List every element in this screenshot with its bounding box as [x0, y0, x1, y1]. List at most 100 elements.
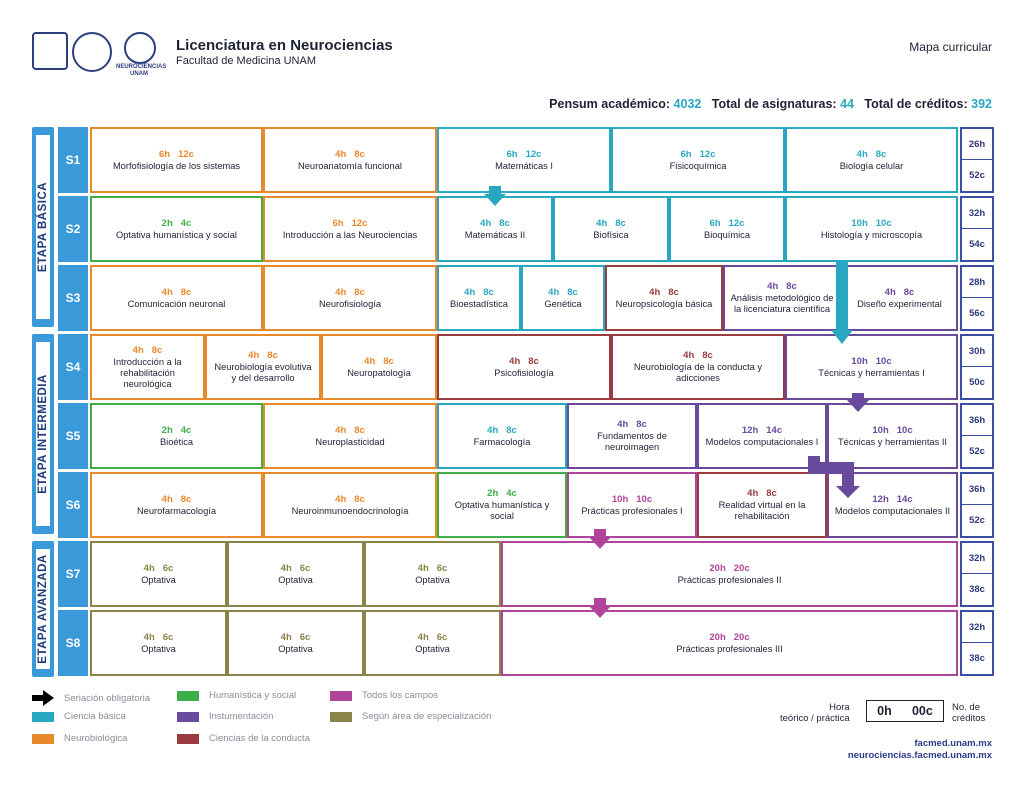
neurociencias-link[interactable]: neurociencias.facmed.unam.mx	[847, 750, 992, 761]
course-name: Optativa	[415, 574, 450, 585]
credits-sample: 00c	[911, 704, 933, 718]
course-hours: 4h	[335, 286, 347, 298]
legend-item: Ciencias de la conducta	[177, 733, 310, 744]
course-name: Bioestadística	[450, 298, 508, 309]
page-title: Licenciatura en Neurociencias	[176, 37, 393, 54]
course-credits: 6c	[436, 562, 448, 574]
course-credits: 8c	[766, 488, 777, 499]
course-hours: 20h	[709, 562, 726, 574]
creditos-value: 392	[971, 97, 992, 111]
legend-item: Instumentación	[177, 711, 273, 722]
facmed-link[interactable]: facmed.unam.mx	[914, 738, 992, 749]
legend-swatch	[177, 733, 199, 744]
stage-avanzada: ETAPA AVANZADA	[32, 541, 54, 677]
course-credits: 8c	[354, 286, 365, 298]
semester-hours: 32h	[962, 543, 992, 574]
course-credits: 8c	[383, 355, 394, 367]
course-credits: 8c	[354, 148, 365, 160]
course-credits: 8c	[702, 350, 713, 361]
legend-label: Ciencia básica	[64, 711, 126, 722]
course-name: Prácticas profesionales I	[581, 505, 683, 516]
course-name: Neuroplasticidad	[315, 436, 385, 447]
course-name: Farmacología	[473, 436, 531, 447]
stage-basica-label: ETAPA BÁSICA	[37, 181, 49, 273]
course-name: Neurobiología evolutiva y del desarrollo	[214, 362, 312, 383]
course-hours: 4h	[248, 350, 260, 361]
course-credits: 8c	[499, 217, 510, 229]
course-hours: 6h	[332, 217, 344, 229]
course-hours: 6h	[506, 148, 518, 160]
course-hours: 2h	[487, 488, 499, 499]
hours-credits-key-box: 0h 00c	[866, 700, 944, 722]
course-hours: 4h	[364, 355, 376, 367]
course-name: Neurofarmacología	[136, 505, 217, 516]
course-credits: 8c	[483, 286, 494, 298]
course-credits: 12c	[728, 217, 745, 229]
semester-hours: 28h	[962, 267, 992, 298]
course-hours: 10h	[611, 493, 629, 505]
course-hours: 4h	[280, 631, 292, 643]
course-credits: 8c	[354, 424, 365, 436]
semester-credits: 56c	[969, 308, 985, 319]
course-credits: 12c	[178, 148, 194, 160]
